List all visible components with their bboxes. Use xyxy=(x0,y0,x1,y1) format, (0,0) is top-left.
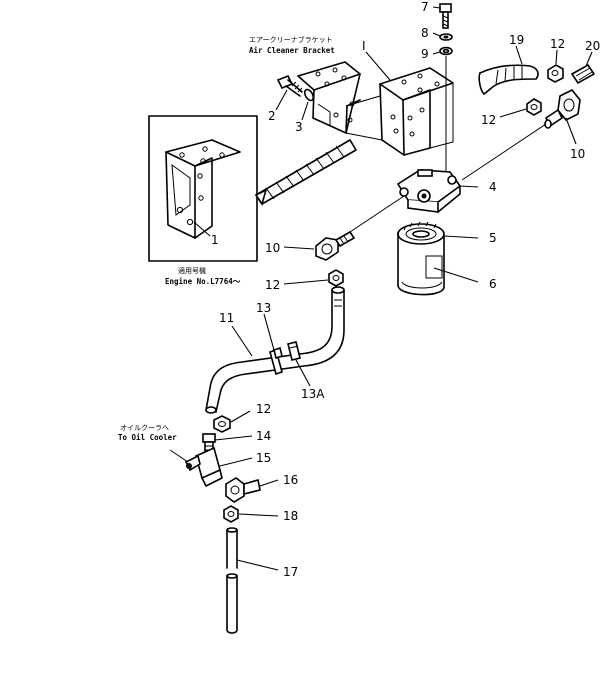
callout-10-left: 10 xyxy=(265,241,280,255)
callout-11: 11 xyxy=(219,311,234,325)
callout-12-lower: 12 xyxy=(256,402,271,416)
washer-8 xyxy=(432,32,453,41)
filter-label-6 xyxy=(401,255,479,289)
washer-3 xyxy=(301,88,315,121)
callout-8: 8 xyxy=(421,26,429,40)
bracket-caption-en: Air Cleaner Bracket xyxy=(249,46,335,55)
callout-2: 2 xyxy=(268,109,276,123)
callout-20: 20 xyxy=(585,39,600,53)
callout-13a: 13A xyxy=(301,387,325,401)
air-cleaner-bracket xyxy=(297,51,454,156)
callout-10-right: 10 xyxy=(570,147,585,161)
callout-15: 15 xyxy=(256,451,271,465)
callout-17: 17 xyxy=(283,565,298,579)
callout-I: I xyxy=(362,39,366,53)
nut-12-middle xyxy=(283,269,344,287)
callout-12-middle: 12 xyxy=(265,278,280,292)
tee-15 xyxy=(169,446,253,487)
callout-12-top: 12 xyxy=(550,37,565,51)
callout-5: 5 xyxy=(489,231,497,245)
connector-20 xyxy=(570,51,596,85)
connector-16 xyxy=(225,477,279,503)
callout-7: 7 xyxy=(421,0,429,14)
bracket-caption-jp: エアークリーナブラケット xyxy=(249,35,333,44)
clamp-13 xyxy=(263,313,283,376)
callout-9: 9 xyxy=(421,47,429,61)
centerline-right xyxy=(461,123,547,181)
callout-16: 16 xyxy=(283,473,298,487)
callout-13: 13 xyxy=(256,301,271,315)
callout-18: 18 xyxy=(283,509,298,523)
callout-1: 1 xyxy=(211,233,219,247)
nut-12-right xyxy=(499,98,542,118)
callout-3: 3 xyxy=(295,120,303,134)
clamp-13a xyxy=(287,341,311,387)
nut-12-lower xyxy=(213,410,251,433)
callout-19: 19 xyxy=(509,33,524,47)
applicable-caption: 適用号機 xyxy=(178,266,206,275)
elbow-10-left xyxy=(283,230,356,261)
engine-number-caption: Engine No.L7764〜 xyxy=(165,277,241,286)
hose-19 xyxy=(478,45,539,95)
to-cooler-caption-en: To Oil Cooler xyxy=(118,433,177,442)
to-cooler-caption-jp: オイルクーラへ xyxy=(120,424,169,432)
inset-bracket-variant xyxy=(148,115,258,262)
pipe-17 xyxy=(226,527,279,634)
bolt-7 xyxy=(432,3,452,29)
callout-14: 14 xyxy=(256,429,271,443)
callout-4: 4 xyxy=(489,180,497,194)
filter-element-5 xyxy=(397,221,479,296)
centerline-left xyxy=(349,195,405,233)
bolt-2 xyxy=(275,74,303,111)
nut-18 xyxy=(223,505,279,523)
nut-12-top xyxy=(547,49,564,83)
washer-9 xyxy=(432,46,453,56)
elbow-10-right xyxy=(544,88,581,145)
filter-head-4 xyxy=(396,169,479,213)
hatched-arrow xyxy=(254,139,357,206)
callout-12-right: 12 xyxy=(481,113,496,127)
callout-6: 6 xyxy=(489,277,497,291)
